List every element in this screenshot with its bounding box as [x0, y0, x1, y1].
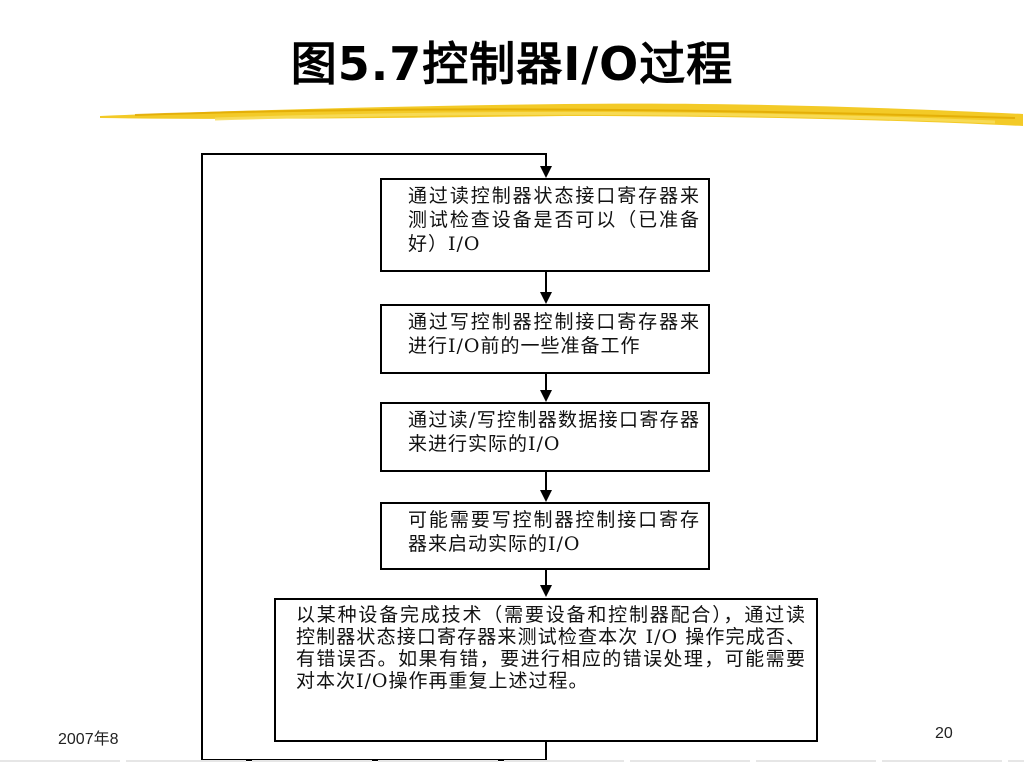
arrowhead-icon: [540, 390, 552, 402]
slide-title: 图5.7控制器I/O过程: [290, 37, 734, 91]
flowchart-step-4: 可能需要写控制器控制接口寄存器来启动实际的I/O: [380, 502, 710, 570]
arrowhead-icon: [540, 585, 552, 597]
arrowhead-icon: [540, 292, 552, 304]
footer-date: 2007年8: [58, 731, 119, 748]
flowchart-step-5: 以某种设备完成技术（需要设备和控制器配合），通过读控制器状态接口寄存器来测试检查…: [274, 598, 818, 742]
page-number: 20: [935, 725, 953, 742]
arrowhead-icon: [540, 490, 552, 502]
flowchart-step-2: 通过写控制器控制接口寄存器来进行I/O前的一些准备工作: [380, 304, 710, 374]
flowchart-step-1: 通过读控制器状态接口寄存器来测试检查设备是否可以（已准备好）I/O: [380, 178, 710, 272]
arrowhead-icon: [540, 166, 552, 178]
title-underline: [100, 103, 1023, 126]
flowchart-step-3: 通过读/写控制器数据接口寄存器来进行实际的I/O: [380, 402, 710, 472]
footer-decoration: [0, 760, 1024, 762]
